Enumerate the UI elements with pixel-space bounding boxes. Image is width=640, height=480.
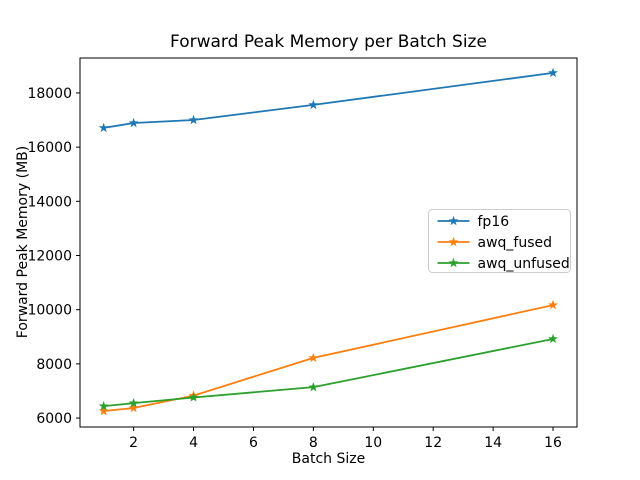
- y-tick-label: 6000: [36, 411, 72, 427]
- y-tick-label: 12000: [27, 249, 72, 265]
- y-tick-label: 14000: [27, 194, 72, 210]
- y-axis-label: Forward Peak Memory (MB): [15, 145, 31, 339]
- x-tick-label: 10: [364, 435, 382, 451]
- marker-star-awq_fused: [548, 299, 558, 310]
- y-tick-label: 16000: [27, 140, 72, 156]
- x-tick-label: 4: [189, 435, 198, 451]
- x-tick-label: 14: [484, 435, 502, 451]
- marker-star-awq_unfused: [548, 333, 558, 344]
- x-tick-label: 8: [309, 435, 318, 451]
- marker-star-fp16: [548, 67, 558, 78]
- marker-star-awq_fused: [308, 352, 319, 363]
- legend-label-fp16: fp16: [478, 214, 510, 230]
- chart-title: Forward Peak Memory per Batch Size: [170, 32, 487, 52]
- marker-star-fp16: [308, 99, 319, 110]
- series-line-fp16: [102, 72, 554, 129]
- legend-marker-awq_fused: [448, 236, 459, 247]
- marker-star-awq_unfused: [188, 392, 199, 402]
- axes-spines: [79, 57, 578, 428]
- marker-star-awq_fused: [98, 405, 109, 416]
- marker-star-awq_unfused: [98, 400, 109, 411]
- legend-marker-awq_unfused: [448, 257, 459, 268]
- x-tick-label: 12: [424, 435, 442, 451]
- y-tick-label: 10000: [27, 303, 72, 319]
- legend-label-awq_fused: awq_fused: [478, 235, 553, 251]
- series-line-awq_fused: [102, 304, 554, 412]
- y-tick-label: 18000: [27, 86, 72, 102]
- marker-star-awq_unfused: [128, 397, 139, 408]
- legend-box: [428, 209, 571, 273]
- marker-star-fp16: [98, 122, 109, 133]
- marker-star-awq_unfused: [308, 381, 319, 392]
- legend-label-awq_unfused: awq_unfused: [478, 256, 570, 272]
- y-tick-label: 8000: [36, 357, 72, 373]
- marker-star-awq_fused: [128, 402, 139, 413]
- x-tick-label: 6: [249, 435, 258, 451]
- x-axis-label: Batch Size: [291, 451, 366, 467]
- marker-star-fp16: [128, 117, 139, 128]
- legend-marker-fp16: [448, 215, 459, 226]
- marker-star-fp16: [188, 114, 199, 125]
- series-line-awq_unfused: [102, 338, 554, 408]
- x-tick-label: 16: [544, 435, 562, 451]
- x-tick-label: 2: [129, 435, 138, 451]
